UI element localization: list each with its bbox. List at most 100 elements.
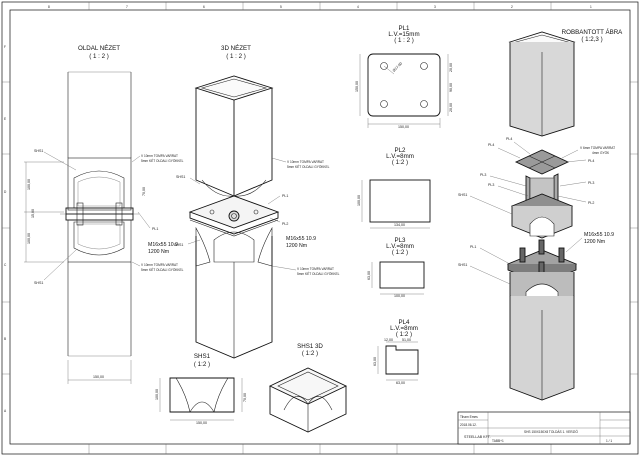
callout-pl1: PL1 xyxy=(470,245,476,249)
view-thickness: L.V.=15mm xyxy=(388,31,419,38)
dim-label: 150,00 xyxy=(398,125,409,129)
view-title: 3D NÉZET xyxy=(221,45,251,52)
sheet-scale: 1 / 1 xyxy=(606,439,612,443)
dim-label: 100,00 xyxy=(394,294,405,298)
col-ref: 6 xyxy=(203,5,205,9)
callout-shs1: SHS1 xyxy=(458,193,467,197)
dim-label: 63,00 xyxy=(367,271,371,280)
dim-label: 15,00 xyxy=(31,209,35,218)
dim-label: 100,00 xyxy=(357,195,361,206)
view-thickness: L.V.=8mm xyxy=(386,153,414,160)
callout-pl1: PL1 xyxy=(282,194,288,198)
view-title: PL3 xyxy=(394,237,406,244)
view-title: ROBBANTOTT ÁBRA xyxy=(562,29,623,36)
col-ref: 4 xyxy=(357,5,359,9)
view-title: SHS1 3D xyxy=(297,343,323,350)
row-ref: B xyxy=(4,337,6,341)
callout-shs1: SHS1 xyxy=(34,281,43,285)
dim-label: 90,00 xyxy=(449,83,453,92)
bolt-spec: M16x55 10.9 xyxy=(286,236,316,242)
dim-label: 70,00 xyxy=(243,393,247,402)
bolt-spec: M16x55 10.9 xyxy=(148,242,178,248)
drawn-by: Tiham Emes xyxy=(460,415,478,419)
pl2-view: PL2 L.V.=8mm ( 1:2 ) 134,00 100,00 xyxy=(357,147,431,229)
torque-spec: 1200 Nm xyxy=(148,249,169,255)
sheet-name: TABB+1 xyxy=(492,439,504,443)
callout-pl1: PL1 xyxy=(152,227,158,231)
weld-note: 5mm KÉT OLDALI GYÖKKEL xyxy=(287,164,330,169)
dim-label: 70,00 xyxy=(142,187,146,196)
callout-shs1: SHS1 xyxy=(34,149,43,153)
dim-label: 150,00 xyxy=(355,81,359,92)
callout-pl3: PL3 xyxy=(480,173,486,177)
col-ref: 8 xyxy=(48,5,50,9)
shs1-view: SHS1 ( 1:2 ) 150,00 100,00 70,00 xyxy=(155,353,247,425)
row-ref: E xyxy=(4,117,6,121)
callout-pl2: PL2 xyxy=(282,222,288,226)
weld-note: 5mm KÉT OLDALI GYÖKKEL xyxy=(297,271,340,276)
pl4-view: PL4 L.V.=8mm ( 1:2 ) 12,00 51,00 63,00 6… xyxy=(373,319,419,385)
view-scale: ( 1:2,3 ) xyxy=(581,36,602,43)
torque-spec: 1200 Nm xyxy=(286,243,307,249)
view-title: OLDAL NÉZET xyxy=(78,45,120,52)
callout-shs1: SHS1 xyxy=(174,243,183,247)
title-block: Tiham Emes 2018.06.12. STEELLAB KFT. SHS… xyxy=(457,411,631,445)
view-thickness: L.V.=8mm xyxy=(386,243,414,250)
col-ref: 2 xyxy=(511,5,513,9)
callout-pl2: PL2 xyxy=(588,201,594,205)
dim-label: 150,00 xyxy=(196,421,207,425)
drawing-subject: SHS 150X150X8 TOLDÁS 1. VERZIÓ xyxy=(524,429,578,434)
dim-label: 100,00 xyxy=(27,179,31,190)
view-title: PL1 xyxy=(398,25,410,32)
drawn-date: 2018.06.12. xyxy=(460,423,477,427)
dim-label: 150,00 xyxy=(93,375,104,379)
dim-label: 12,00 xyxy=(384,338,393,342)
dim-label: 100,00 xyxy=(27,233,31,244)
callout-pl4: PL4 xyxy=(506,137,512,141)
dim-label: 134,00 xyxy=(394,223,405,227)
view-thickness: L.V.=8mm xyxy=(390,325,418,332)
col-ref: 5 xyxy=(280,5,282,9)
callout-pl4: PL4 xyxy=(588,159,594,163)
torque-spec: 1200 Nm xyxy=(584,239,605,245)
callout-pl3: PL3 xyxy=(488,183,494,187)
weld-note: 5mm KÉT OLDALI GYÖKKEL xyxy=(141,267,184,272)
dim-label: 100,00 xyxy=(155,389,159,400)
view-scale: ( 1 : 2 ) xyxy=(89,53,109,60)
view-scale: ( 1 : 2 ) xyxy=(226,53,246,60)
row-ref: A xyxy=(4,409,7,413)
bolt-spec: M16x55 10.9 xyxy=(584,232,614,238)
view-title: PL4 xyxy=(398,319,410,326)
weld-note: V 10mm TOMPA VARRAT xyxy=(141,263,178,267)
dim-label: 51,00 xyxy=(402,338,411,342)
side-view: OLDAL NÉZET ( 1 : 2 ) 150,00 100, xyxy=(24,45,184,384)
shs1-3d-view: SHS1 3D ( 1:2 ) xyxy=(268,343,348,433)
weld-note: 5mm KÉT OLDALI GYÖKKEL xyxy=(141,158,184,163)
view-scale: ( 1:2 ) xyxy=(396,331,412,338)
view-title: SHS1 xyxy=(194,353,211,360)
view-scale: ( 1:2 ) xyxy=(392,249,408,256)
col-ref: 1 xyxy=(590,5,592,9)
company-name: STEELLAB KFT. xyxy=(464,435,491,439)
view-scale: ( 1:2 ) xyxy=(194,361,210,368)
view-scale: ( 1 : 2 ) xyxy=(394,37,414,44)
row-ref: D xyxy=(4,190,7,194)
callout-pl3: PL3 xyxy=(588,181,594,185)
weld-note: V 10mm TOMPA VARRAT xyxy=(141,154,178,158)
weld-note: 4mm GYÖK xyxy=(592,151,610,155)
row-ref: C xyxy=(4,263,7,267)
weld-note: V 6mm TOMPA VARRAT xyxy=(580,146,615,150)
dim-label: 63,00 xyxy=(396,381,405,385)
dim-label: Ø17,00 xyxy=(392,62,403,73)
pl1-view: PL1 L.V.=15mm ( 1 : 2 ) 150,00 150,00 Ø1… xyxy=(355,25,453,129)
exploded-view: ROBBANTOTT ÁBRA ( 1:2,3 ) PL4 xyxy=(458,29,623,401)
weld-note: V 10mm TOMPA VARRAT xyxy=(297,267,334,271)
dim-label: 20,00 xyxy=(449,63,453,72)
pl3-view: PL3 L.V.=8mm ( 1:2 ) 100,00 63,00 xyxy=(367,237,425,298)
row-ref: F xyxy=(4,45,6,49)
callout-pl4: PL4 xyxy=(488,143,494,147)
view-title: PL2 xyxy=(394,147,406,154)
iso-view: 3D NÉZET ( 1 : 2 ) SHS1 PL1 PL2 SHS1 V 1… xyxy=(174,45,340,359)
